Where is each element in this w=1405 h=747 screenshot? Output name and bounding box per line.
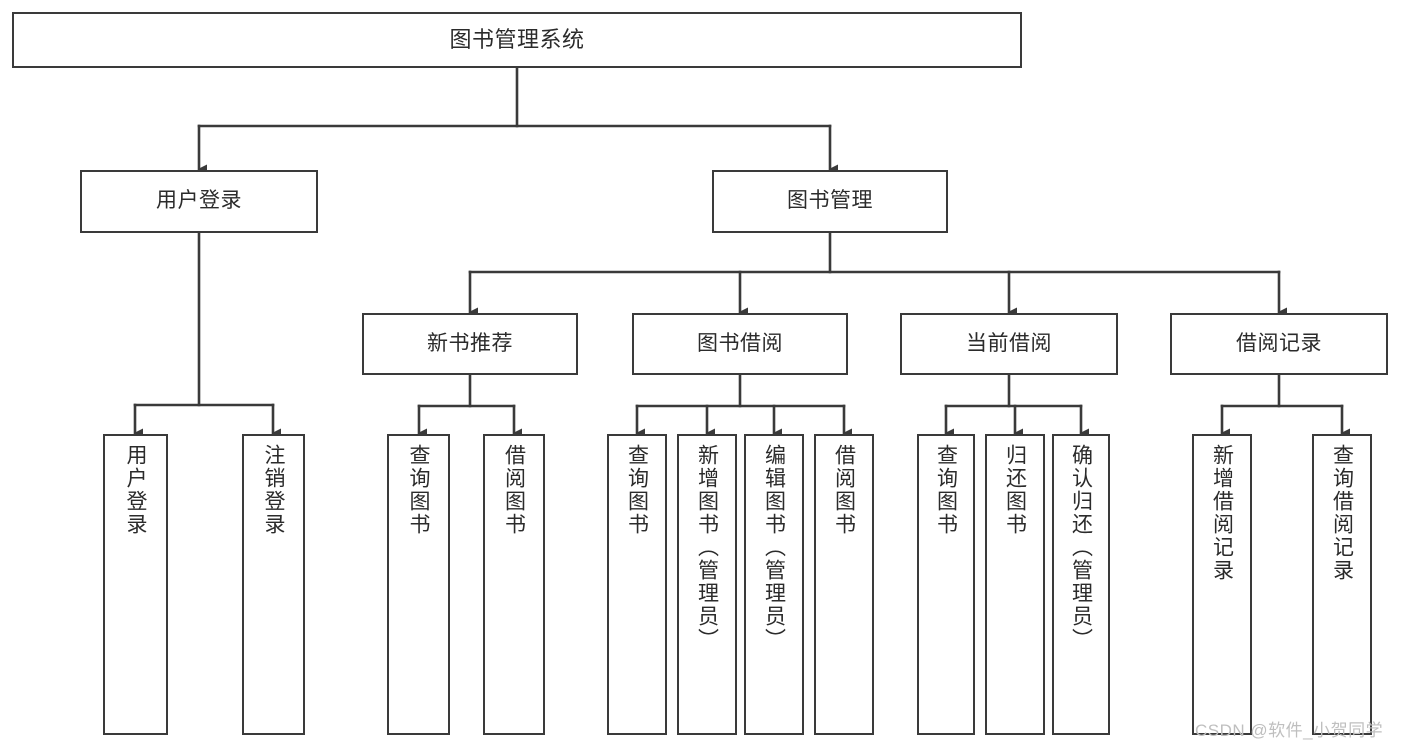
node-label: 图书借阅 <box>697 331 783 355</box>
csdn-watermark: CSDN @软件_小贺同学 <box>1195 721 1384 740</box>
node-label: 注销登录 <box>262 444 285 536</box>
node-label: 用户登录 <box>156 189 242 213</box>
node-label: 查询借阅记录 <box>1330 444 1354 582</box>
node-current-borrow[interactable]: 当前借阅 <box>900 313 1118 375</box>
leaf-borrow-book-1[interactable]: 借阅图书 <box>483 434 545 735</box>
node-root-system[interactable]: 图书管理系统 <box>12 12 1022 68</box>
node-label: 图书管理 <box>787 189 873 213</box>
node-user-login[interactable]: 用户登录 <box>80 170 318 233</box>
node-label: 归还图书 <box>1003 444 1027 536</box>
leaf-add-book-admin[interactable]: 新增图书（管理员） <box>677 434 737 735</box>
node-label: 确认归还（管理员） <box>1069 444 1093 651</box>
node-label: 新增借阅记录 <box>1210 444 1234 582</box>
node-label: 当前借阅 <box>966 331 1052 355</box>
node-label: 编辑图书（管理员） <box>762 444 786 651</box>
node-label: 查询图书 <box>625 444 649 536</box>
leaf-edit-book-admin[interactable]: 编辑图书（管理员） <box>744 434 804 735</box>
leaf-query-book-2[interactable]: 查询图书 <box>607 434 667 735</box>
leaf-borrow-book-2[interactable]: 借阅图书 <box>814 434 874 735</box>
leaf-user-logout[interactable]: 注销登录 <box>242 434 305 735</box>
node-book-borrow[interactable]: 图书借阅 <box>632 313 848 375</box>
leaf-query-borrow-record[interactable]: 查询借阅记录 <box>1312 434 1372 735</box>
leaf-confirm-return-admin[interactable]: 确认归还（管理员） <box>1052 434 1110 735</box>
node-label: 借阅图书 <box>502 444 526 536</box>
node-label: 新书推荐 <box>427 331 513 355</box>
node-borrow-record[interactable]: 借阅记录 <box>1170 313 1388 375</box>
node-label: 借阅图书 <box>832 444 856 536</box>
node-label: 新增图书（管理员） <box>695 444 719 651</box>
leaf-add-borrow-record[interactable]: 新增借阅记录 <box>1192 434 1252 735</box>
node-label: 查询图书 <box>934 444 958 536</box>
node-new-book-recommend[interactable]: 新书推荐 <box>362 313 578 375</box>
node-label: 查询图书 <box>407 444 430 536</box>
node-label: 用户登录 <box>124 444 147 536</box>
leaf-user-login[interactable]: 用户登录 <box>103 434 168 735</box>
node-label: 图书管理系统 <box>449 27 585 53</box>
leaf-return-book[interactable]: 归还图书 <box>985 434 1045 735</box>
node-book-manage[interactable]: 图书管理 <box>712 170 948 233</box>
node-label: 借阅记录 <box>1236 331 1322 355</box>
leaf-query-book-3[interactable]: 查询图书 <box>917 434 975 735</box>
leaf-query-book-1[interactable]: 查询图书 <box>387 434 450 735</box>
